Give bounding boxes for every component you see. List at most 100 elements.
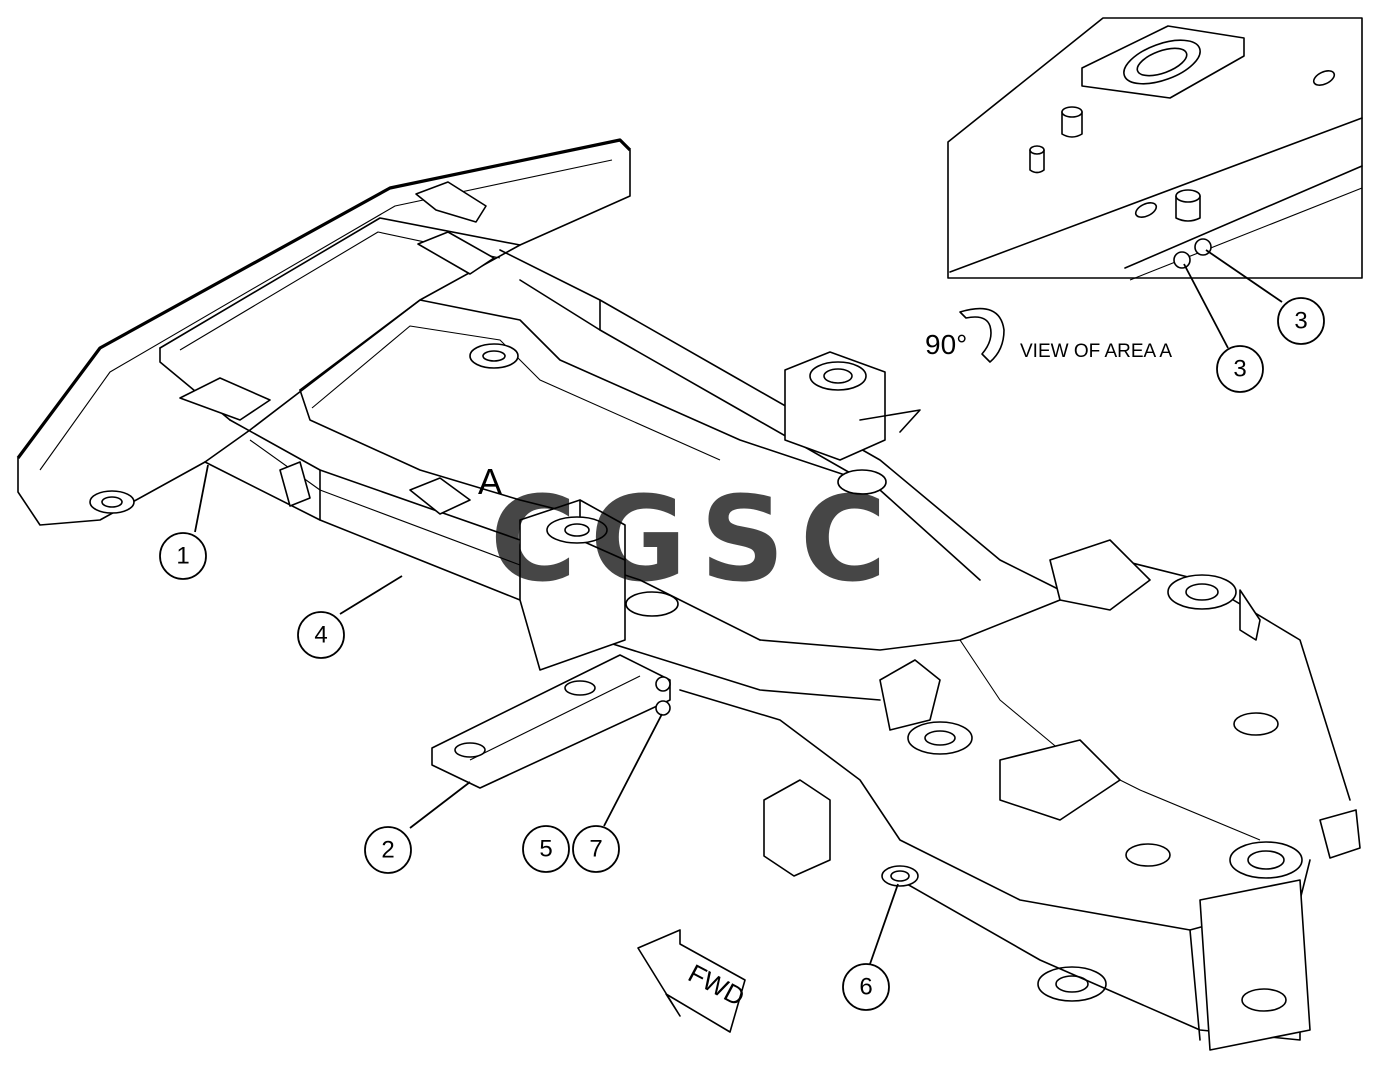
front-mount-pad-upper-inner (1185, 583, 1219, 601)
callout-7-number: 7 (589, 836, 602, 863)
callout-3-upper-circle (1277, 297, 1325, 345)
fwd-arrow-icon (637, 929, 746, 1033)
callout-7: 7 (572, 825, 620, 873)
callout-1-circle (159, 532, 207, 580)
inset-stud-a (1061, 111, 1083, 138)
front-bracket-plate (1049, 539, 1151, 611)
bolt-5-7 (655, 676, 671, 692)
front-lower-arm-edge (1189, 929, 1201, 1041)
inset-frame (947, 17, 1363, 279)
watermark-letter-2: G (590, 470, 687, 608)
front-tower (1199, 879, 1311, 1051)
inset-frame-edge-bottom (1129, 187, 1363, 281)
bracket-hole-left (454, 742, 486, 758)
front-center-plate (999, 739, 1121, 821)
inset-frame-edge-lower (1124, 165, 1363, 269)
front-tab-right (1319, 809, 1361, 859)
callout-1: 1 (159, 532, 207, 580)
forward-arrow: FWD (637, 929, 750, 1033)
rear-lift-eye-plate (415, 181, 487, 223)
leader-3a (1205, 249, 1283, 303)
rear-side-bracket (279, 461, 311, 507)
area-a-mount-inner (564, 523, 590, 537)
inset-stud-c-top (1175, 189, 1201, 203)
inset-stud-b-top (1029, 145, 1045, 155)
callout-3-lower-number: 3 (1233, 356, 1246, 383)
leader-4 (339, 575, 403, 615)
front-frame-inner-edge (959, 639, 1261, 841)
right-rail-inner-edge (519, 279, 981, 581)
counterweight-top-edge (16, 138, 632, 459)
front-mount-pad-lower (1125, 843, 1171, 867)
center-frame-opening-top (299, 299, 861, 481)
leader-2 (409, 781, 471, 829)
inset-slot-right (1312, 70, 1336, 86)
callout-1-number: 1 (176, 543, 189, 570)
leader-1 (194, 464, 209, 533)
callout-2-number: 2 (381, 837, 394, 864)
callout-5-number: 5 (539, 836, 552, 863)
crossmember-bracket-edge (469, 675, 641, 761)
watermark-letter-3: S (700, 470, 785, 608)
callout-4-number: 4 (314, 622, 327, 649)
callout-6-number: 6 (859, 974, 872, 1001)
callout-3-upper-number: 3 (1294, 308, 1307, 335)
callout-7-circle (572, 825, 620, 873)
rear-plate-right (417, 231, 495, 275)
inset-stud-a-top (1061, 106, 1083, 118)
rotation-arrow-icon (959, 307, 1005, 363)
callout-5: 5 (522, 825, 570, 873)
callout-2-circle (364, 826, 412, 874)
inset-stud-b (1029, 149, 1045, 174)
front-tower-pivot (1241, 988, 1287, 1012)
leader-5-7 (603, 713, 663, 827)
front-tab-upper (1239, 589, 1261, 641)
center-mount-pad (625, 591, 679, 617)
callout-6: 6 (842, 963, 890, 1011)
crossmember-bracket (431, 654, 671, 789)
rail-pad (409, 477, 471, 515)
rear-beam-top (159, 217, 521, 349)
leader-lines (194, 249, 1283, 965)
center-frame-opening-inner (311, 325, 721, 461)
callout-4: 4 (297, 611, 345, 659)
machine-frame: A (16, 138, 1361, 1051)
rotation-label: 90° (925, 329, 967, 360)
callout-2: 2 (364, 826, 412, 874)
inset-mount-hole-inner (1136, 47, 1188, 77)
watermark-letter-4: C (800, 470, 887, 608)
callout-3-upper: 3 (1277, 297, 1325, 345)
inset-slot (1134, 202, 1158, 218)
callout-3-lower-circle (1216, 345, 1264, 393)
front-bushing-block (879, 659, 941, 731)
front-mount-pad-right (1233, 712, 1279, 736)
front-pivot-lower-inner (1055, 975, 1089, 993)
area-label: A (478, 461, 502, 502)
rear-mount-left-inner (101, 496, 123, 508)
inset-stud-c (1175, 195, 1201, 222)
callout-5-circle (522, 825, 570, 873)
center-frame-opening-bottom (299, 389, 601, 521)
counterweight-body (17, 149, 631, 526)
cab-mount-lower-pad (837, 469, 887, 495)
rear-plate-left (179, 377, 271, 421)
watermark: C G S C (490, 470, 887, 608)
cab-mount-bracket (859, 409, 921, 433)
rear-mount-center-inner (482, 350, 506, 362)
leader-3b (1183, 263, 1229, 349)
inset-nut-left (1173, 251, 1191, 269)
bolt-5-7-lower (655, 700, 671, 716)
callout-6-circle (842, 963, 890, 1011)
bracket-hole-right (564, 680, 596, 696)
cab-mount-pad-inner (823, 368, 853, 384)
callout-4-circle (297, 611, 345, 659)
leader-6 (869, 883, 899, 965)
lower-support-block (763, 779, 831, 877)
inset-frame-edge-upper (949, 117, 1363, 273)
callout-3-lower: 3 (1216, 345, 1264, 393)
watermark-letter-1: C (490, 470, 577, 608)
inset-caption: VIEW OF AREA A (1020, 341, 1172, 362)
boom-foot-pivot-inner (1247, 850, 1285, 870)
